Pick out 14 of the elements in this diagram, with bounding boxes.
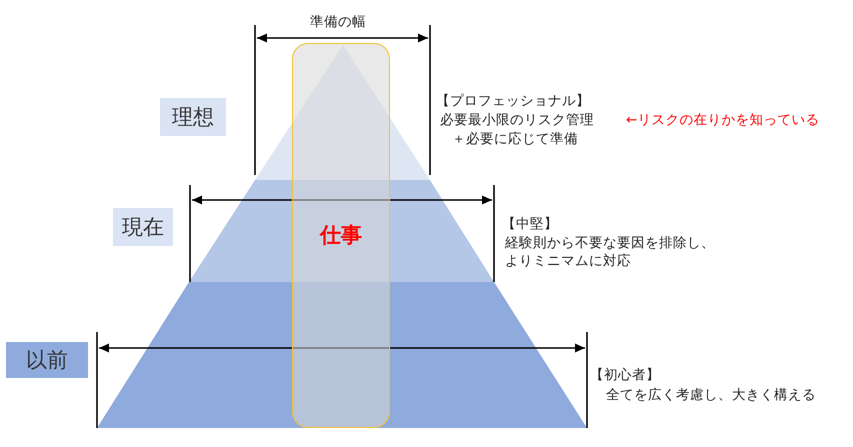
level-label-box: 以前 (6, 342, 88, 378)
annotation-text: ←リスクの在りかを知っている (626, 111, 820, 129)
level-heading: 【プロフェッショナル】 (436, 92, 590, 110)
work-label: 仕事 (318, 222, 363, 248)
level-label-box: 理想 (160, 98, 226, 136)
description-text: 必要最小限のリスク管理 (440, 111, 594, 129)
description-text: 経験則から不要な要因を排除し、よりミニマムに対応 (505, 234, 716, 270)
description-text: ＋必要に応じて準備 (452, 130, 578, 148)
level-heading: 【中堅】 (502, 215, 558, 233)
dimension-label: 準備の幅 (310, 13, 366, 31)
rounded-band (292, 43, 390, 428)
description-text: 全てを広く考慮し、大きく構える (606, 386, 816, 404)
level-label-box: 現在 (113, 208, 173, 246)
level-heading: 【初心者】 (590, 366, 660, 384)
